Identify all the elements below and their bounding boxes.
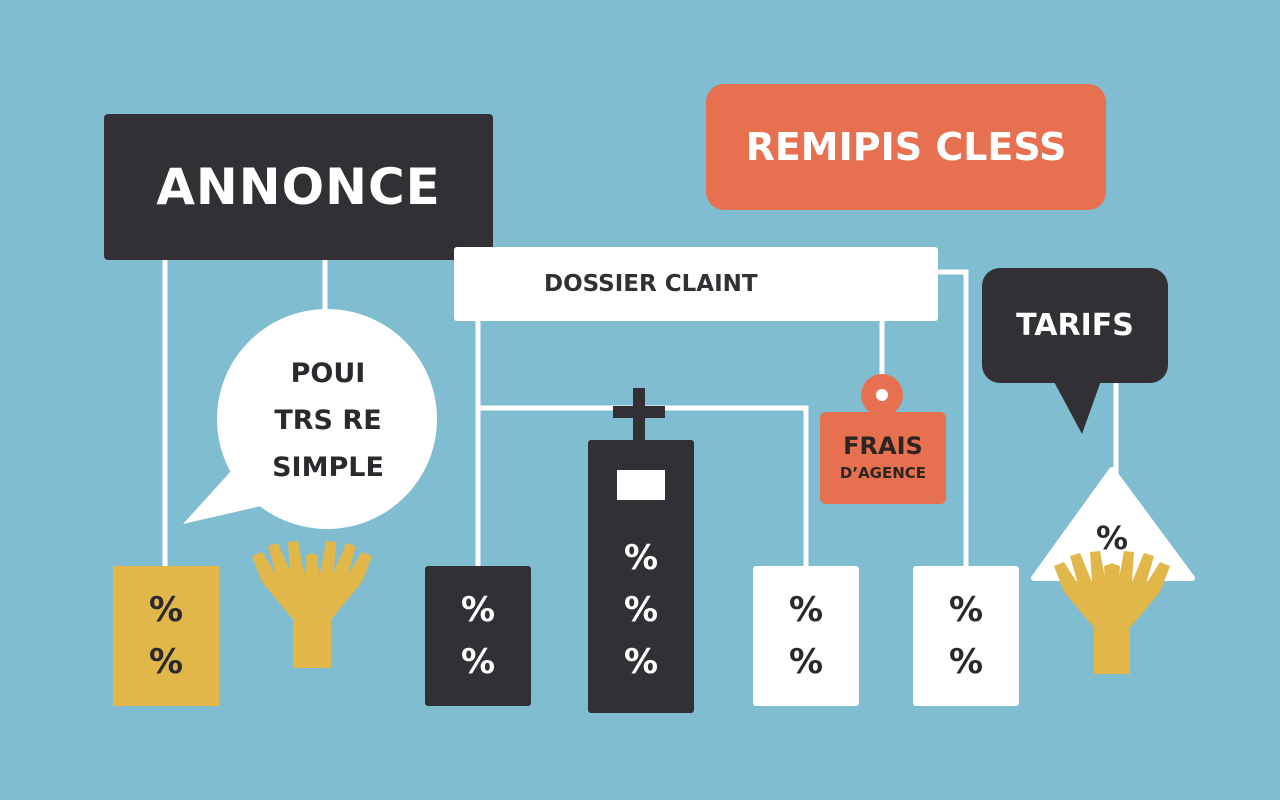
percent-symbol: % — [623, 538, 659, 578]
bubble-line-2: TRS RE — [274, 404, 382, 436]
percent-symbol: % — [148, 590, 184, 630]
frais-agence-tag: FRAIS D’AGENCE — [820, 412, 946, 504]
frais-line-1: FRAIS — [843, 432, 923, 460]
connector-lines — [162, 257, 1119, 569]
dossier-claint-label: DOSSIER CLAINT — [454, 247, 938, 321]
percent-symbol: % — [948, 590, 984, 630]
percent-symbol: % — [623, 642, 659, 682]
tall-column-percents: % % % — [588, 520, 694, 700]
annonce-label: ANNONCE — [104, 114, 493, 260]
dark-card-percents: % % — [425, 566, 531, 706]
cross-icon — [613, 388, 665, 444]
bubble-line-3: SIMPLE — [272, 451, 384, 483]
tarifs-callout — [982, 268, 1168, 434]
bubble-line-1: POUI — [290, 357, 366, 389]
raised-hands-icon-right — [1054, 551, 1170, 674]
dark-percent-card — [425, 566, 531, 706]
tarifs-label: TARIFS — [1016, 308, 1134, 343]
percent-symbol: % — [623, 590, 659, 630]
percent-symbol: % — [148, 642, 184, 682]
raised-hands-icon — [252, 541, 372, 668]
gold-card-percents: % % — [113, 566, 219, 706]
tag-knob — [861, 374, 903, 416]
column-window — [617, 470, 665, 500]
percent-symbol: % — [460, 642, 496, 682]
white-card-1-percents: % % — [753, 566, 859, 706]
triangle-percent: % — [1095, 519, 1129, 557]
frais-line-2: D’AGENCE — [839, 464, 927, 482]
white-percent-card-1 — [753, 566, 859, 706]
speech-bubble — [183, 309, 437, 529]
percent-symbol: % — [788, 642, 824, 682]
tall-dark-column — [588, 440, 694, 713]
white-card-2-percents: % % — [913, 566, 1019, 706]
gold-percent-card — [113, 566, 219, 706]
speech-bubble-text: POUI TRS RE SIMPLE — [222, 350, 434, 490]
percent-symbol: % — [460, 590, 496, 630]
white-percent-card-2 — [913, 566, 1019, 706]
remipis-cless-label: REMIPIS CLESS — [706, 84, 1106, 210]
percent-symbol: % — [788, 590, 824, 630]
percent-symbol: % — [948, 642, 984, 682]
